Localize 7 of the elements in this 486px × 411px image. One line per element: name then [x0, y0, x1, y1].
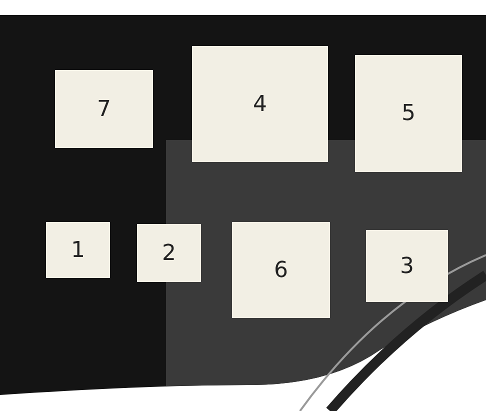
numbered-box: 1 — [46, 222, 110, 278]
numbered-box: 5 — [355, 55, 462, 172]
numbered-box: 2 — [137, 224, 201, 282]
numbered-box: 6 — [232, 222, 330, 318]
numbered-box: 7 — [55, 70, 153, 148]
numbered-box: 4 — [192, 46, 328, 162]
numbered-box: 3 — [366, 230, 448, 302]
